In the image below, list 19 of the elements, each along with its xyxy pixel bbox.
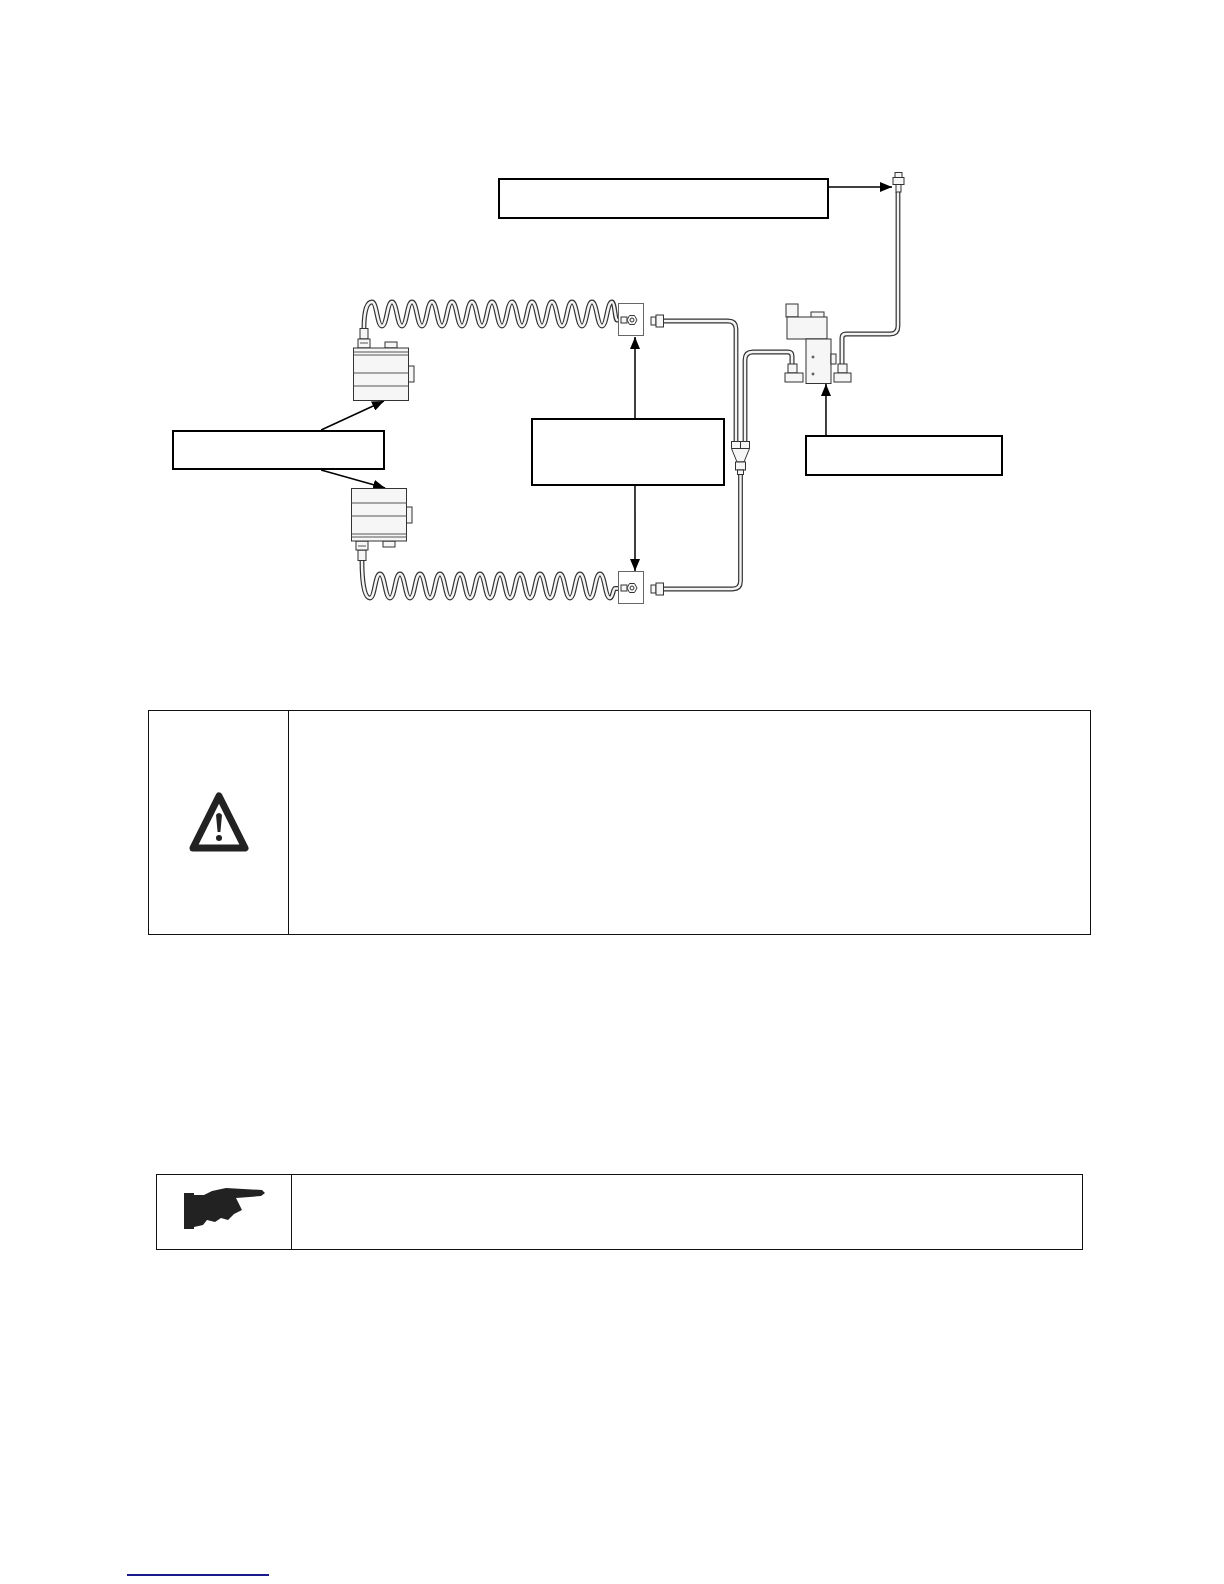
warning-panel	[148, 710, 1091, 935]
connector-block	[618, 571, 664, 604]
sensor-cylinder	[353, 328, 415, 401]
leader-arrow	[821, 383, 831, 436]
sensor-cylinder	[351, 488, 413, 561]
callout-box	[172, 430, 385, 470]
tube-fitting	[892, 172, 905, 192]
leader-arrow	[630, 336, 640, 419]
connector-block	[618, 303, 664, 337]
leader-arrow	[630, 485, 640, 572]
leader-arrow	[320, 400, 385, 431]
leader-arrow	[320, 469, 386, 490]
y-fitting	[731, 441, 750, 475]
solenoid-valve	[783, 302, 853, 384]
callout-box	[531, 418, 725, 486]
callout-box	[498, 178, 829, 219]
leader-arrow	[828, 182, 893, 192]
callout-box	[805, 435, 1003, 476]
note-panel	[156, 1174, 1083, 1250]
